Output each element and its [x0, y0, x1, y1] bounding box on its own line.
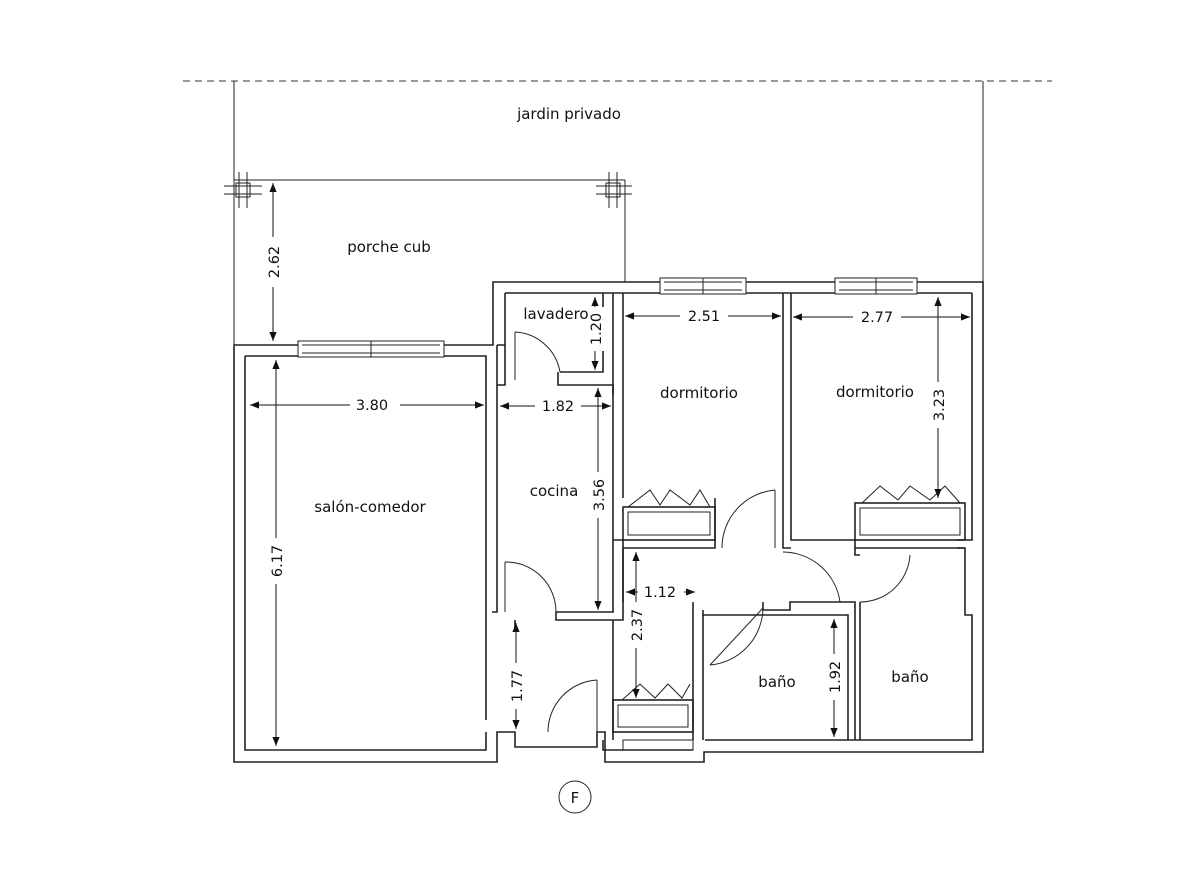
room-label-porch: porche cub	[347, 238, 431, 256]
unit-marker: F	[558, 780, 592, 814]
room-label-bath-2: baño	[891, 668, 928, 686]
dim-kitchen-depth: 3.56	[592, 479, 608, 511]
window-bedroom-2	[834, 277, 918, 295]
dim-bedroom-1-width: 2.51	[688, 309, 720, 325]
room-label-bedroom-2: dormitorio	[836, 383, 914, 401]
column-left	[224, 172, 262, 208]
room-label-garden: jardin privado	[516, 105, 621, 123]
garden-boundary	[183, 80, 1052, 345]
dim-laundry-depth: 1.20	[589, 313, 605, 345]
room-label-living: salón-comedor	[314, 498, 426, 516]
room-label-bath-1: baño	[758, 673, 795, 691]
closets	[612, 485, 966, 751]
porch	[224, 172, 632, 282]
dim-hall-depth: 2.37	[630, 609, 646, 641]
dim-entry-depth: 1.77	[510, 670, 526, 702]
dim-living-depth: 6.17	[270, 545, 286, 577]
dim-hall-width: 1.12	[644, 585, 676, 601]
window-bedroom-1	[659, 277, 747, 295]
room-label-laundry: lavadero	[523, 305, 588, 323]
room-label-bedroom-1: dormitorio	[660, 384, 738, 402]
dim-bedroom-2-width: 2.77	[861, 310, 893, 326]
room-label-kitchen: cocina	[530, 482, 579, 500]
label-plates	[265, 237, 948, 709]
dimension-lines	[250, 183, 970, 746]
column-right	[596, 172, 632, 208]
window-living	[297, 340, 445, 358]
doors	[504, 331, 911, 733]
dim-kitchen-width: 1.82	[542, 399, 574, 415]
dim-porch-depth: 2.62	[267, 246, 283, 278]
dim-bath-depth: 1.92	[828, 661, 844, 693]
dim-living-width: 3.80	[356, 398, 388, 414]
windows	[297, 277, 918, 358]
dim-bedroom-2-depth: 3.23	[932, 389, 948, 421]
unit-label: F	[571, 789, 580, 807]
